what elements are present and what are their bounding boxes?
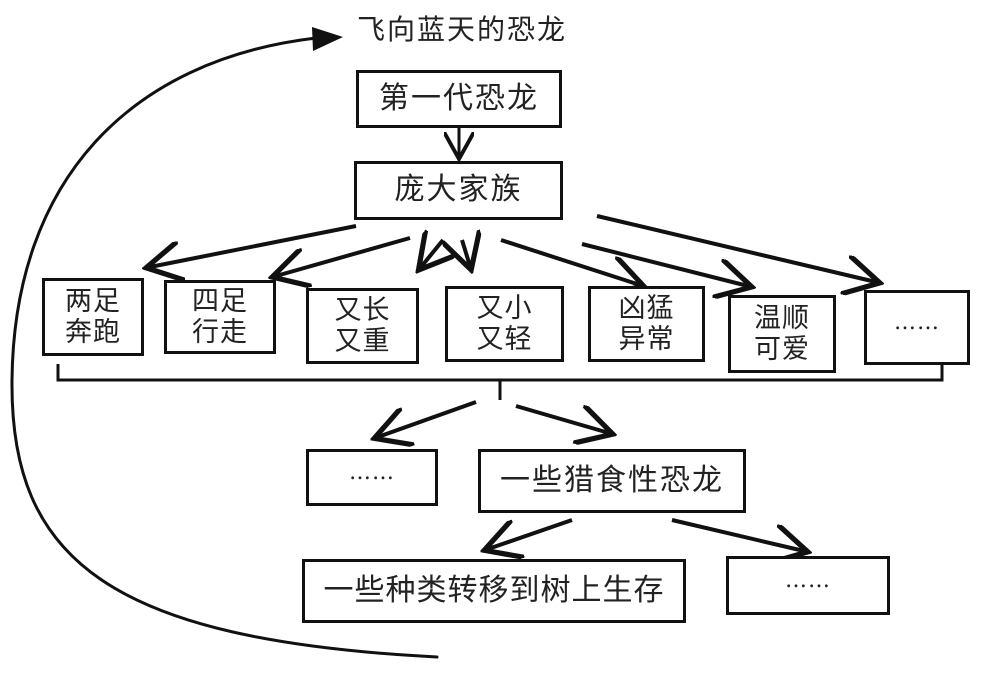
- arrow-family-etc: [596, 214, 876, 282]
- arrow-family-two-legs: [150, 224, 357, 267]
- node-to-trees: 一些种类转移到树上生存: [302, 559, 686, 623]
- node-etc-2: ……: [306, 449, 438, 506]
- arrow-bracket-etc: [378, 400, 477, 437]
- arrow-family-small-light: [462, 240, 470, 266]
- node-long-heavy: 又长 又重: [306, 288, 419, 364]
- arrow-family-fierce: [500, 238, 640, 285]
- arrow-family-gentle: [581, 242, 748, 286]
- node-etc-1: ……: [864, 290, 970, 365]
- node-two-legs: 两足 奔跑: [42, 278, 144, 356]
- top-label: 飞向蓝天的恐龙: [357, 13, 568, 46]
- arrow-family-four-legs: [276, 236, 411, 276]
- loop-arrow-head: [312, 27, 343, 51]
- node-small-light: 又小 又轻: [445, 286, 564, 362]
- arrow-predatory-etc: [671, 518, 804, 551]
- node-etc-3: ……: [726, 556, 890, 615]
- arrow-bracket-predatory: [515, 404, 609, 433]
- node-four-legs: 四足 行走: [164, 280, 276, 354]
- trait-bracket: [56, 364, 944, 400]
- node-predatory: 一些猎食性恐龙: [478, 449, 746, 513]
- node-fierce: 凶猛 异常: [588, 286, 705, 362]
- node-family: 庞大家族: [354, 161, 563, 220]
- node-gen1: 第一代恐龙: [356, 70, 562, 128]
- arrow-predatory-trees: [488, 518, 573, 549]
- arrow-family-long-heavy: [421, 240, 443, 267]
- node-gentle: 温顺 可爱: [728, 295, 836, 373]
- loop-arrow: [10, 36, 439, 659]
